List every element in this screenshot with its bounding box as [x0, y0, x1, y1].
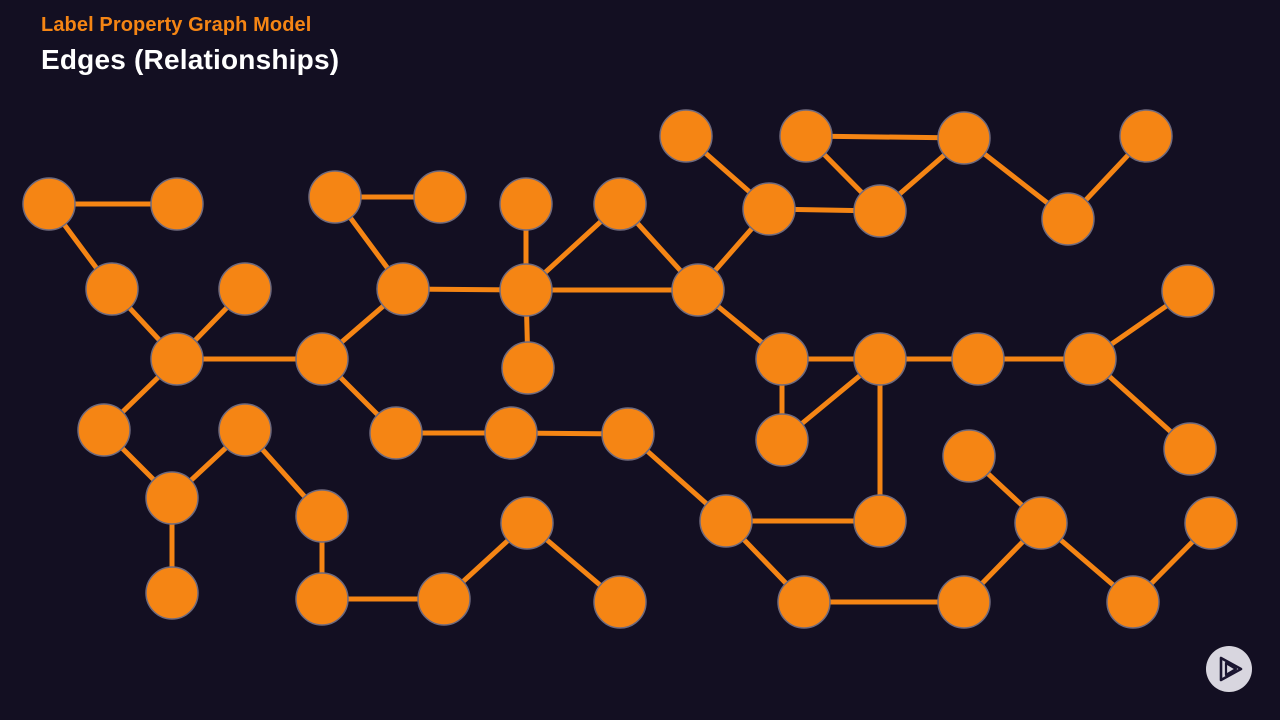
graph-node — [593, 575, 647, 629]
graph-node — [1161, 264, 1215, 318]
graph-node — [295, 332, 349, 386]
graph-node — [777, 575, 831, 629]
graph-node — [150, 332, 204, 386]
graph-node — [22, 177, 76, 231]
graph-node — [499, 263, 553, 317]
graph-node — [1106, 575, 1160, 629]
graph-node — [150, 177, 204, 231]
play-logo-icon[interactable] — [1206, 646, 1252, 692]
graph-node — [951, 332, 1005, 386]
graph-node — [601, 407, 655, 461]
graph-node — [218, 262, 272, 316]
graph-node — [942, 429, 996, 483]
graph-node — [1163, 422, 1217, 476]
graph-node — [937, 575, 991, 629]
graph-node — [85, 262, 139, 316]
graph-node — [1041, 192, 1095, 246]
slide-title: Edges (Relationships) — [41, 44, 340, 75]
graph-node — [659, 109, 713, 163]
graph-node — [742, 182, 796, 236]
graph-nodes — [22, 109, 1238, 629]
graph-node — [779, 109, 833, 163]
graph-node — [484, 406, 538, 460]
graph-node — [1184, 496, 1238, 550]
graph-node — [295, 489, 349, 543]
graph-node — [755, 332, 809, 386]
graph-node — [77, 403, 131, 457]
graph-node — [593, 177, 647, 231]
graph-node — [500, 496, 554, 550]
graph-node — [499, 177, 553, 231]
graph-node — [295, 572, 349, 626]
graph-node — [1063, 332, 1117, 386]
graph-node — [755, 413, 809, 467]
graph-node — [145, 471, 199, 525]
graph-node — [1119, 109, 1173, 163]
graph-node — [699, 494, 753, 548]
graph-node — [501, 341, 555, 395]
graph-node — [417, 572, 471, 626]
graph-node — [853, 494, 907, 548]
slide-eyebrow: Label Property Graph Model — [41, 14, 312, 36]
graph-node — [413, 170, 467, 224]
graph-node — [937, 111, 991, 165]
graph-node — [369, 406, 423, 460]
graph-node — [308, 170, 362, 224]
graph-node — [1014, 496, 1068, 550]
graph-node — [218, 403, 272, 457]
graph-node — [671, 263, 725, 317]
graph-node — [145, 566, 199, 620]
graph-node — [376, 262, 430, 316]
graph-node — [853, 332, 907, 386]
graph-node — [853, 184, 907, 238]
